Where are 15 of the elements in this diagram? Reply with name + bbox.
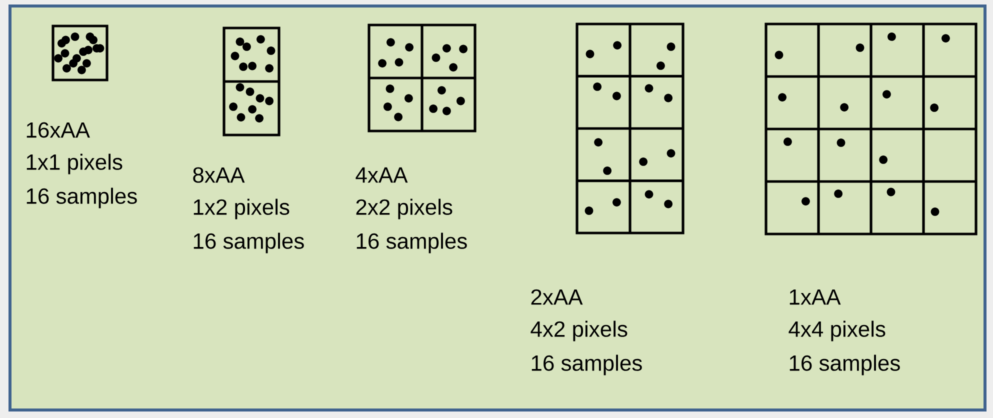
caption-text: 1xAA [790,289,841,305]
caption-text: 4x4 pixels [788,320,886,342]
caption-text: 16 samples [356,232,467,254]
caption-text: 16 samples [790,354,900,376]
caption-text: 1x1 pixels [26,154,122,174]
caption-text: 1x2 pixels [194,198,290,220]
caption-text: 4xAA [356,167,408,183]
caption-text: 2x2 pixels [356,198,452,220]
caption-text: 16 samples [194,232,304,254]
caption-text: 16xAA [26,122,90,138]
caption-text: 8xAA [193,167,245,183]
caption-text: 16 samples [26,188,137,208]
caption-text: 16 samples [532,354,642,376]
caption-text: 4x2 pixels [530,320,628,342]
caption-text: 2xAA [531,289,583,305]
